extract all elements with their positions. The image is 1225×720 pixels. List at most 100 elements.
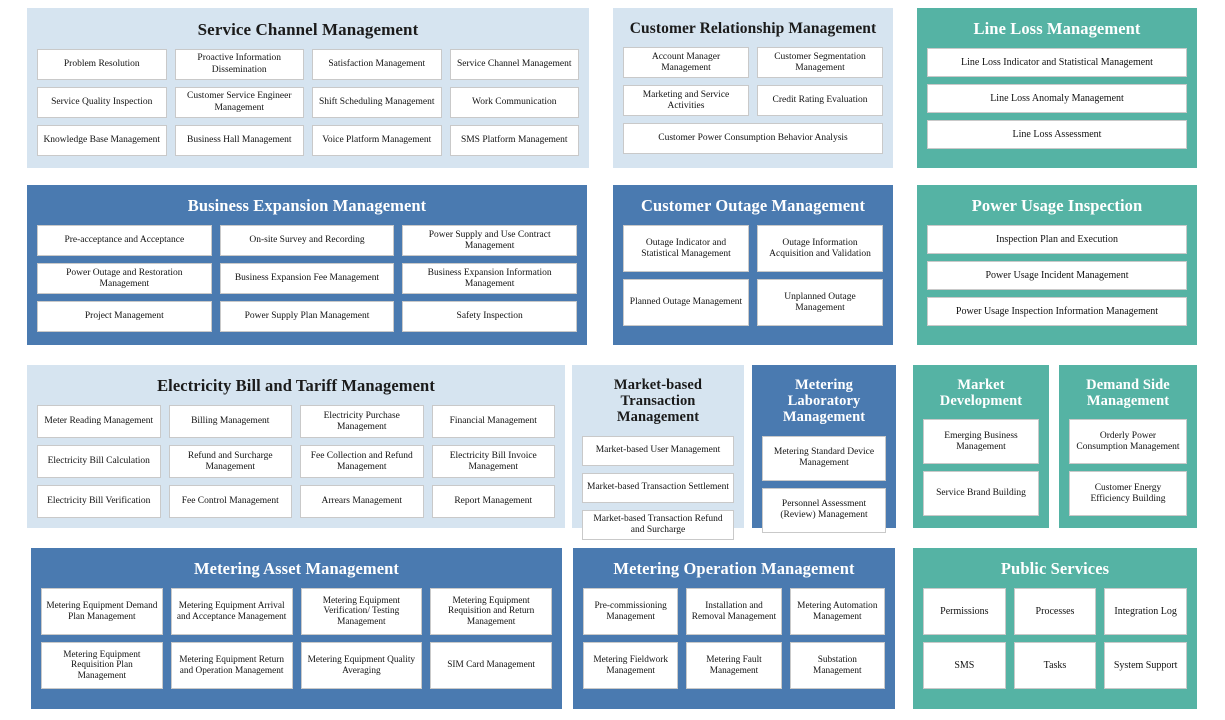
module-card[interactable]: Metering Standard Device Management <box>762 435 886 481</box>
panel-items: Orderly Power Consumption Management Cus… <box>1069 419 1187 518</box>
panel-title: Customer Relationship Management <box>629 20 877 37</box>
panel-items: Line Loss Indicator and Statistical Mana… <box>927 48 1187 158</box>
module-card[interactable]: Pre-acceptance and Acceptance <box>37 225 212 257</box>
module-card[interactable]: Planned Outage Management <box>623 279 749 327</box>
module-card[interactable]: Metering Equipment Return and Operation … <box>170 642 293 690</box>
module-card[interactable]: Business Hall Management <box>174 125 304 157</box>
module-card[interactable]: Business Expansion Fee Management <box>219 263 395 295</box>
module-card[interactable]: Marketing and Service Activities <box>623 85 749 117</box>
module-card[interactable]: Electricity Bill Calculation <box>37 445 161 479</box>
module-card[interactable]: Orderly Power Consumption Management <box>1069 419 1187 465</box>
module-card[interactable]: SMS Platform Management <box>449 125 579 157</box>
panel-metering-laboratory-management: Metering Laboratory Management Metering … <box>752 365 896 533</box>
panel-items: Emerging Business Management Service Bra… <box>923 419 1039 518</box>
module-card[interactable]: SIM Card Management <box>430 642 552 690</box>
module-card[interactable]: Power Outage and Restoration Management <box>37 263 212 295</box>
module-card[interactable]: Project Management <box>37 301 212 333</box>
module-card[interactable]: Electricity Bill Invoice Management <box>431 445 555 479</box>
module-card[interactable]: Work Communication <box>449 87 579 119</box>
module-card[interactable]: Pre-commissioning Management <box>583 588 679 636</box>
module-card[interactable]: Metering Equipment Verification/ Testing… <box>300 588 423 636</box>
panel-customer-relationship-management: Customer Relationship Management Account… <box>613 8 893 168</box>
module-card[interactable]: Metering Equipment Arrival and Acceptanc… <box>170 588 293 636</box>
module-card[interactable]: Service Quality Inspection <box>37 87 167 119</box>
module-card[interactable]: Satisfaction Management <box>312 49 442 81</box>
module-card[interactable]: Account Manager Management <box>623 47 749 79</box>
panel-business-expansion-management: Business Expansion Management Pre-accept… <box>27 185 587 345</box>
module-card[interactable]: SMS <box>923 642 1006 690</box>
panel-title: Public Services <box>1000 559 1110 578</box>
panel-market-development: Market Development Emerging Business Man… <box>913 365 1049 528</box>
module-card[interactable]: Line Loss Indicator and Statistical Mana… <box>927 48 1187 78</box>
panel-title: Electricity Bill and Tariff Management <box>157 376 435 395</box>
panel-title: Business Expansion Management <box>187 196 427 215</box>
module-card[interactable]: Meter Reading Management <box>37 405 161 439</box>
panel-line-loss-management: Line Loss Management Line Loss Indicator… <box>917 8 1197 168</box>
module-card[interactable]: Customer Service Engineer Management <box>174 87 304 119</box>
module-card[interactable]: Metering Equipment Quality Averaging <box>300 642 423 690</box>
module-card[interactable]: Emerging Business Management <box>923 419 1039 465</box>
module-card[interactable]: Market-based User Management <box>582 435 734 466</box>
module-card[interactable]: Tasks <box>1013 642 1097 690</box>
module-card[interactable]: Fee Collection and Refund Management <box>300 445 424 479</box>
module-card[interactable]: Billing Management <box>168 405 292 439</box>
module-card[interactable]: Market-based Transaction Refund and Surc… <box>582 509 734 540</box>
module-card[interactable]: Credit Rating Evaluation <box>757 85 883 117</box>
module-card[interactable]: On-site Survey and Recording <box>219 225 395 257</box>
module-card[interactable]: Power Usage Incident Management <box>927 261 1187 291</box>
module-card[interactable]: Report Management <box>431 485 555 519</box>
module-card[interactable]: Service Channel Management <box>449 49 579 81</box>
module-card[interactable]: Permissions <box>923 588 1006 636</box>
panel-metering-asset-management: Metering Asset Management Metering Equip… <box>31 548 562 709</box>
module-card[interactable]: Power Supply and Use Contract Management <box>402 225 577 257</box>
module-card[interactable]: Installation and Removal Management <box>686 588 782 636</box>
module-card[interactable]: Shift Scheduling Management <box>312 87 442 119</box>
module-card[interactable]: Outage Information Acquisition and Valid… <box>757 225 883 273</box>
module-card[interactable]: Metering Automation Management <box>789 588 885 636</box>
module-card[interactable]: Metering Fieldwork Management <box>583 642 679 690</box>
module-card[interactable]: Problem Resolution <box>37 49 167 81</box>
module-card[interactable]: Customer Energy Efficiency Building <box>1069 471 1187 517</box>
module-card[interactable]: Inspection Plan and Execution <box>927 225 1187 255</box>
module-card[interactable]: Unplanned Outage Management <box>757 279 883 327</box>
panel-title: Market-based Transaction Management <box>613 377 703 426</box>
module-card[interactable]: Safety Inspection <box>402 301 577 333</box>
module-card[interactable]: Service Brand Building <box>923 471 1039 517</box>
panel-items: Pre-acceptance and Acceptance On-site Su… <box>37 225 577 335</box>
module-card[interactable]: Market-based Transaction Settlement <box>582 472 734 503</box>
panel-electricity-bill-and-tariff-management: Electricity Bill and Tariff Management M… <box>27 365 565 528</box>
module-card[interactable]: Customer Segmentation Management <box>757 47 883 79</box>
module-card[interactable]: Metering Equipment Requisition Plan Mana… <box>41 642 163 690</box>
module-card[interactable]: System Support <box>1104 642 1187 690</box>
module-card[interactable]: Financial Management <box>431 405 555 439</box>
module-card[interactable]: Knowledge Base Management <box>37 125 167 157</box>
module-card[interactable]: Arrears Management <box>300 485 424 519</box>
module-card[interactable]: Refund and Surcharge Management <box>168 445 292 479</box>
panel-items: Outage Indicator and Statistical Managem… <box>623 225 883 335</box>
module-card[interactable]: Business Expansion Information Managemen… <box>402 263 577 295</box>
panel-items: Account Manager Management Customer Segm… <box>623 47 883 158</box>
module-card[interactable]: Substation Management <box>789 642 885 690</box>
panel-metering-operation-management: Metering Operation Management Pre-commis… <box>573 548 895 709</box>
module-card[interactable]: Line Loss Assessment <box>927 120 1187 150</box>
module-card[interactable]: Power Supply Plan Management <box>219 301 395 333</box>
module-card[interactable]: Metering Equipment Demand Plan Managemen… <box>41 588 163 636</box>
module-card[interactable]: Line Loss Anomaly Management <box>927 84 1187 114</box>
module-card[interactable]: Proactive Information Dissemination <box>174 49 304 81</box>
module-card[interactable]: Power Usage Inspection Information Manag… <box>927 297 1187 327</box>
module-card[interactable]: Customer Power Consumption Behavior Anal… <box>623 123 883 155</box>
module-card[interactable]: Processes <box>1013 588 1097 636</box>
module-card[interactable]: Personnel Assessment (Review) Management <box>762 487 886 533</box>
module-card[interactable]: Outage Indicator and Statistical Managem… <box>623 225 749 273</box>
panel-items: Permissions Processes Integration Log SM… <box>923 588 1187 699</box>
module-card[interactable]: Voice Platform Management <box>312 125 442 157</box>
module-card[interactable]: Integration Log <box>1104 588 1187 636</box>
panel-title: Metering Asset Management <box>193 559 400 578</box>
module-card[interactable]: Electricity Bill Verification <box>37 485 161 519</box>
module-card[interactable]: Fee Control Management <box>168 485 292 519</box>
module-card[interactable]: Electricity Purchase Management <box>300 405 424 439</box>
module-card[interactable]: Metering Fault Management <box>686 642 782 690</box>
panel-demand-side-management: Demand Side Management Orderly Power Con… <box>1059 365 1197 528</box>
module-card[interactable]: Metering Equipment Requisition and Retur… <box>430 588 552 636</box>
